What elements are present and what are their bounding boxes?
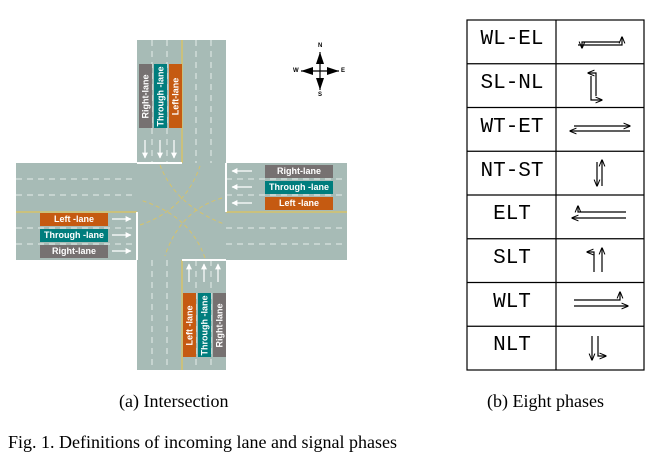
phase-code-3: WT-ET [480, 116, 544, 139]
elt-arrows [572, 206, 626, 218]
south-through-lane-label: Through -lane [198, 293, 211, 357]
south-left-lane-label: Left -lane [183, 293, 196, 357]
wl-el-arrows [578, 37, 622, 48]
phase-code-6: SLT [493, 247, 531, 270]
compass-n-label: N [318, 43, 323, 49]
sl-nl-arrows [588, 73, 602, 100]
west-left-lane-label: Left -lane [40, 213, 108, 226]
phase-code-5: ELT [493, 203, 531, 226]
compass-e-label: E [341, 68, 346, 74]
caption-intersection: (a) Intersection [119, 391, 229, 411]
slt-arrows [587, 248, 602, 272]
phase-code-4: NT-ST [480, 160, 544, 183]
north-right-lane-label: Right-lane [139, 64, 152, 128]
wlt-arrows [574, 292, 628, 306]
phase-code-2: SL-NL [480, 72, 544, 95]
wt-et-arrows [570, 126, 630, 131]
phase-code-7: WLT [493, 291, 531, 314]
north-through-lane-label: Through -lane [154, 64, 167, 128]
compass-icon [301, 52, 339, 90]
figure-caption: Fig. 1. Definitions of incoming lane and… [8, 432, 397, 452]
phase-code-1: WL-EL [480, 28, 544, 51]
compass-s-label: S [318, 92, 323, 98]
caption-phases: (b) Eight phases [487, 391, 604, 411]
east-right-lane-label: Right-lane [265, 165, 333, 178]
west-through-lane-label: Through -lane [40, 229, 108, 242]
compass-w-label: W [293, 68, 299, 74]
south-right-lane-label: Right-lane [213, 293, 226, 357]
west-right-lane-label: Right-lane [40, 245, 108, 258]
phase-table [466, 19, 645, 371]
east-through-lane-label: Through -lane [265, 181, 333, 194]
nlt-arrows [592, 336, 606, 360]
phase-code-8: NLT [493, 334, 531, 357]
nt-st-arrows [597, 160, 602, 186]
east-left-lane-label: Left -lane [265, 197, 333, 210]
north-left-lane-label: Left-lane [169, 64, 182, 128]
